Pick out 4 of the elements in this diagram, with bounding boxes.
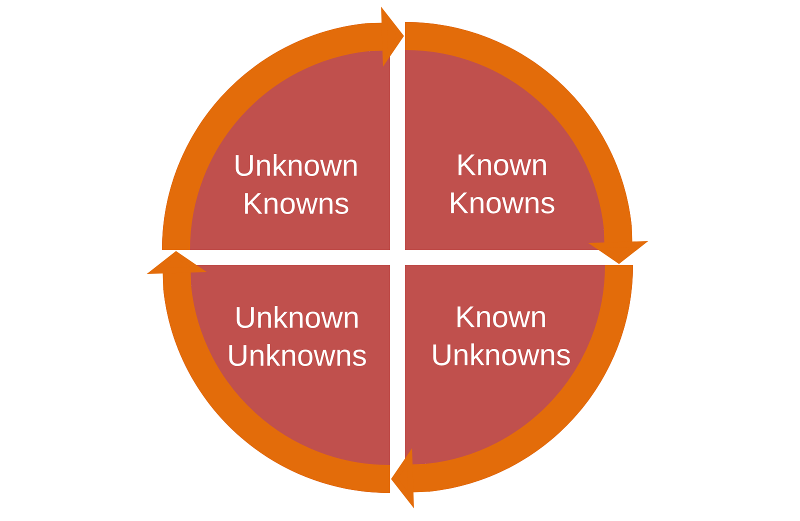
quadrant-sector: Known Knowns — [405, 22, 632, 250]
quadrant-sector: Unknown Unknowns — [163, 265, 390, 493]
quadrant-sector: Known Unknowns — [405, 265, 633, 492]
quadrant-sector: Unknown Knowns — [162, 23, 390, 250]
